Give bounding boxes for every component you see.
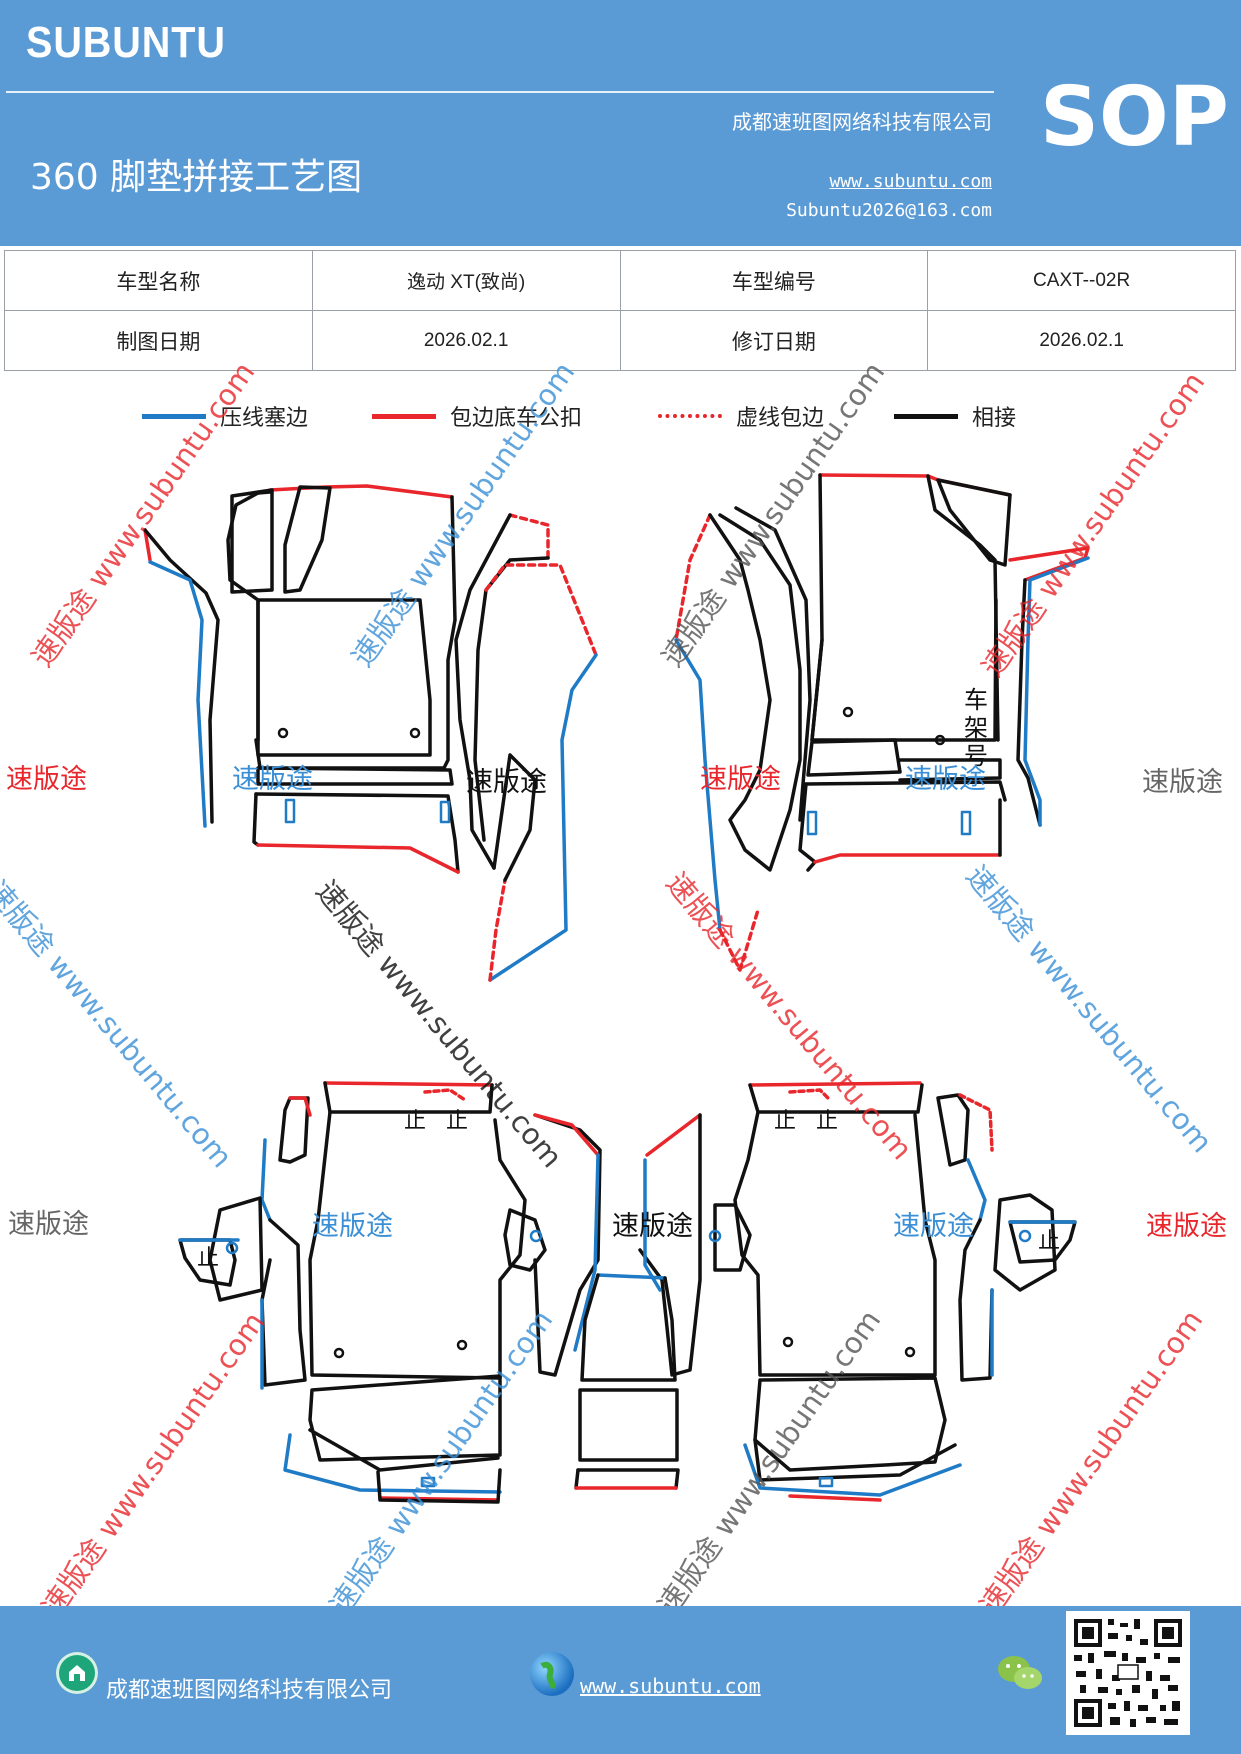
model-code-label: 车型编号 <box>619 250 929 311</box>
page-title: 360 脚垫拼接工艺图 <box>30 157 363 198</box>
footer-url-link[interactable]: www.subuntu.com <box>580 1674 761 1698</box>
stop-mark: 止 <box>197 1246 219 1271</box>
table-row: 制图日期 2026.02.1 修订日期 2026.02.1 <box>4 310 1236 371</box>
footer-company: 成都速班图网络科技有限公司 <box>106 1678 393 1703</box>
stop-mark: 止 <box>816 1109 838 1134</box>
legend-label: 虚线包边 <box>736 406 825 431</box>
wechat-icon <box>996 1652 1044 1694</box>
driver-side-strip <box>454 513 598 982</box>
watermark-text: 速版途 <box>893 1211 974 1242</box>
info-table: 车型名称 逸动 XT(致尚) 车型编号 CAXT--02R 制图日期 2026.… <box>4 250 1236 371</box>
revision-date-value: 2026.02.1 <box>927 310 1236 371</box>
watermark-text: 速版途 <box>232 764 313 795</box>
stop-mark: 止 <box>1038 1229 1060 1254</box>
model-code-value: CAXT--02R <box>927 250 1236 311</box>
table-row: 车型名称 逸动 XT(致尚) 车型编号 CAXT--02R <box>4 250 1236 311</box>
stop-mark: 止 <box>446 1109 468 1134</box>
frame-number-label: 车架号 <box>964 686 988 770</box>
watermark-text: 速版途 <box>466 767 547 798</box>
rear-left-mat <box>178 1081 527 1504</box>
driver-mat <box>143 484 460 874</box>
legend-item-dashed-binding: 虚线包边 <box>658 400 824 432</box>
watermark-text: 速版途 <box>312 1211 393 1242</box>
draw-date-label: 制图日期 <box>4 310 313 371</box>
watermark-text: 速版途 <box>1142 767 1223 798</box>
model-name-label: 车型名称 <box>4 250 313 311</box>
company-icon <box>56 1652 98 1694</box>
legend-swatch-blue <box>142 413 206 419</box>
watermark-text: 速版途 <box>905 764 986 795</box>
header-url-link[interactable]: www.subuntu.com <box>829 171 992 192</box>
passenger-mat <box>798 473 1090 872</box>
passenger-side-strip <box>674 506 812 972</box>
legend-swatch-red <box>372 413 436 419</box>
legend-item-press-line: 压线塞边 <box>142 400 308 432</box>
qr-code <box>1066 1611 1190 1735</box>
legend-label: 包边底车公扣 <box>450 406 583 431</box>
stop-mark: 止 <box>774 1109 796 1134</box>
watermark-text: 速版途 <box>6 764 87 795</box>
watermark-text: 速版途 <box>8 1209 89 1240</box>
stop-mark: 止 <box>404 1109 426 1134</box>
model-name-value: 逸动 XT(致尚) <box>311 250 621 311</box>
brand-logo: SUBUNTU <box>26 18 226 67</box>
rear-right-mat <box>733 1081 1077 1502</box>
doc-type-label: SOP <box>1040 70 1229 165</box>
header-banner <box>0 0 1241 246</box>
legend-item-joined: 相接 <box>894 400 1016 432</box>
legend-swatch-red-dashed <box>658 414 722 418</box>
rear-center-piece <box>503 1113 752 1490</box>
watermark-text: 速版途 <box>1146 1211 1227 1242</box>
watermark-text: 速版途 <box>612 1211 693 1242</box>
header-email: Subuntu2026@163.com <box>786 200 992 221</box>
header-divider <box>6 91 994 93</box>
globe-icon <box>530 1652 574 1696</box>
legend-swatch-black <box>894 413 958 419</box>
legend-item-red-binding: 包边底车公扣 <box>372 400 582 432</box>
legend-label: 相接 <box>972 406 1017 431</box>
draw-date-value: 2026.02.1 <box>311 310 621 371</box>
header-company: 成都速班图网络科技有限公司 <box>732 110 992 134</box>
legend-label: 压线塞边 <box>220 406 309 431</box>
watermark-text: 速版途 <box>700 764 781 795</box>
revision-date-label: 修订日期 <box>619 310 929 371</box>
